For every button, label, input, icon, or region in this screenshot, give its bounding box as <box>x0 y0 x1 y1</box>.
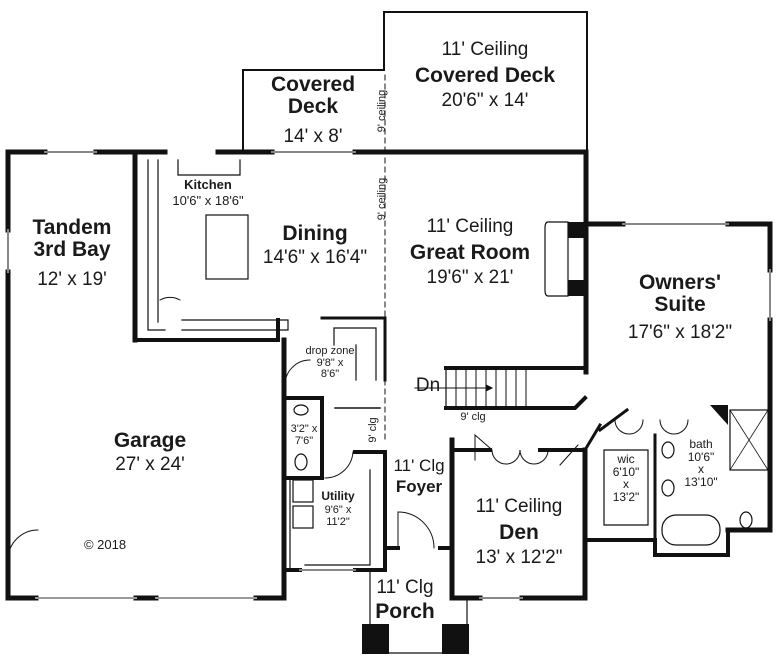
tandem-line2: 3rd Bay <box>33 238 111 262</box>
wic-label: wic 6'10" x 13'2" <box>604 453 648 503</box>
utility-size: 9'6" x 11'2" <box>312 504 364 528</box>
kitchen-size: 10'6" x 18'6" <box>172 193 244 208</box>
great-room-ceiling: 11' Ceiling <box>426 216 514 237</box>
stair-down-label: Dn <box>415 375 441 396</box>
ceiling-note-deck: 9' ceiling <box>376 89 388 133</box>
powder-size: 3'2" x 7'6" <box>285 423 323 447</box>
bath-size-2: x <box>698 462 704 477</box>
owners-suite-name: Owners' Suite <box>600 271 760 317</box>
covered-deck-small-line1: Covered <box>270 73 356 96</box>
owners-suite-line2: Suite <box>654 293 706 317</box>
powder-size-1: 3'2" x <box>290 423 318 435</box>
drop-zone-name: drop zone <box>305 345 355 357</box>
covered-deck-small-size: 14' x 8' <box>283 126 343 147</box>
porch-name: Porch <box>375 600 435 623</box>
utility-size-1: 9'6" x <box>324 504 352 516</box>
drop-zone-label: drop zone 9'8" x 8'6" <box>292 345 368 381</box>
bath-label: bath 10'6" x 13'10" <box>676 438 726 488</box>
covered-deck-small-name: Covered Deck <box>258 73 368 119</box>
wic-size-1: 6'10" <box>612 464 640 479</box>
den-name: Den <box>499 521 539 544</box>
garage-size: 27' x 24' <box>115 454 185 475</box>
drop-zone-size-2: 8'6" <box>320 368 340 381</box>
great-room-name: Great Room <box>409 241 531 264</box>
bath-size-3: 13'10" <box>684 474 718 489</box>
powder-size-2: 7'6" <box>294 434 314 447</box>
garage-name: Garage <box>113 429 187 452</box>
covered-deck-large-name: Covered Deck <box>414 64 556 87</box>
ceiling-note-hall: 9' clg <box>367 417 379 443</box>
tandem-name: Tandem 3rd Bay <box>12 216 132 262</box>
great-room-size: 19'6" x 21' <box>426 267 514 288</box>
foyer-name: Foyer <box>395 477 443 496</box>
dining-size: 14'6" x 16'4" <box>262 247 368 268</box>
owners-suite-line1: Owners' <box>638 271 722 294</box>
utility-size-2: 11'2" <box>326 515 350 528</box>
bath-size-1: 10'6" <box>687 449 715 464</box>
covered-deck-small-line2: Deck <box>287 95 339 119</box>
stair-ceiling-note: 9' clg <box>460 411 486 423</box>
den-size: 13' x 12'2" <box>475 547 563 568</box>
kitchen-name: Kitchen <box>184 177 232 192</box>
tandem-size: 12' x 19' <box>37 269 107 290</box>
wic-size-3: 13'2" <box>612 489 640 504</box>
den-ceiling: 11' Ceiling <box>475 496 563 517</box>
owners-suite-size: 17'6" x 18'2" <box>627 322 733 343</box>
foyer-ceiling: 11' Clg <box>393 456 445 475</box>
porch-ceiling: 11' Clg <box>376 577 434 598</box>
bath-name: bath <box>689 437 713 451</box>
covered-deck-large-ceiling: 11' Ceiling <box>441 39 529 60</box>
covered-deck-large-size: 20'6" x 14' <box>441 90 529 111</box>
copyright-text: © 2018 <box>83 537 127 552</box>
utility-name: Utility <box>321 489 355 503</box>
drop-zone-size-1: 9'8" x <box>316 356 344 369</box>
wic-name: wic <box>617 452 635 466</box>
dining-name: Dining <box>282 222 348 245</box>
wic-size-2: x <box>623 477 629 492</box>
tandem-line1: Tandem <box>32 216 112 239</box>
